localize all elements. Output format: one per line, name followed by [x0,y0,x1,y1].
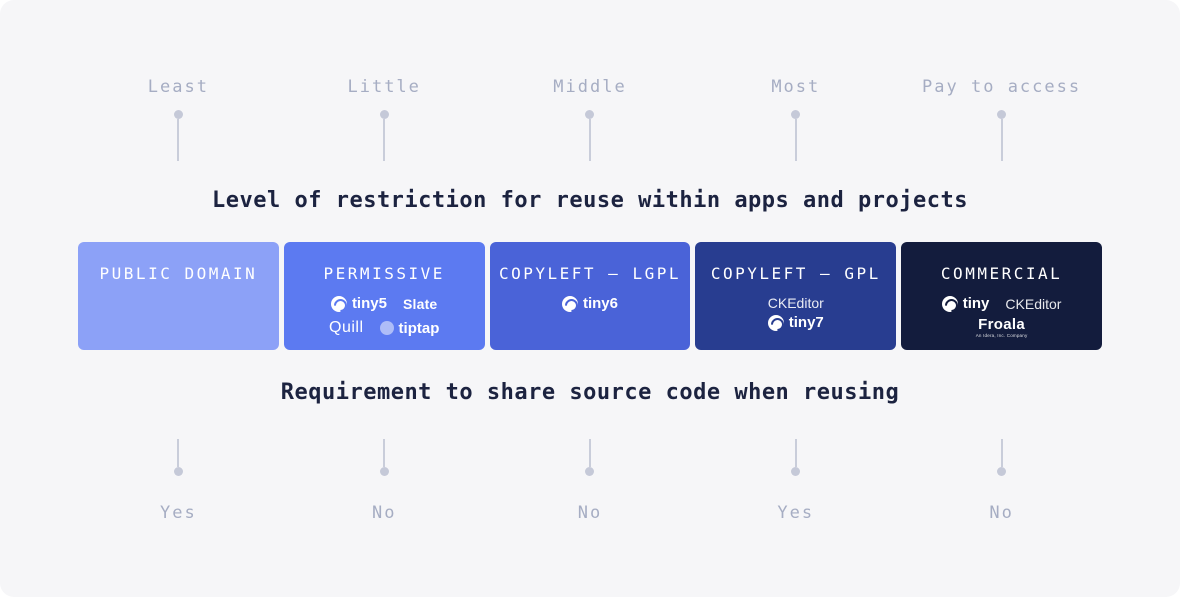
logo-row: tiny6 [561,295,618,312]
logo-row: Quill tiptap [329,319,439,337]
ckeditor-logo: CKEditor [768,295,824,311]
marker-dot [379,110,389,119]
marker-label: Pay to access [922,77,1082,97]
marker-dot [379,467,389,476]
marker-line [1000,119,1003,161]
marker-dot [173,110,183,119]
restriction-title: Level of restriction for reuse within ap… [212,188,968,213]
tinymce-icon [330,295,347,312]
marker-pay-to-access: Pay to access [901,76,1102,161]
froala-subtext: An Idera, Inc. Company [975,333,1028,338]
logo-row: Froala An Idera, Inc. Company [976,317,1028,339]
tinymce-logo: tiny5 [330,295,387,312]
tinymce-wordmark: tiny6 [582,295,618,312]
marker-dot [791,110,801,119]
marker-line [383,119,386,161]
marker-line [177,439,180,467]
marker-commercial-share: No [901,439,1102,524]
card-logos: tiny CKEditor Froala An Idera, Inc. Comp… [941,295,1061,339]
marker-line [588,119,591,161]
marker-label: Yes [160,503,197,523]
ckeditor-wordmark: CKEditor [1005,295,1062,312]
marker-dot [791,467,801,476]
marker-most: Most [695,76,896,161]
card-copyleft-gpl: COPYLEFT — GPL CKEditor tiny7 [695,242,897,350]
card-title: PUBLIC DOMAIN [99,264,258,283]
marker-line [383,439,386,467]
restriction-level-markers: Least Little Middle Most Pay to access [0,0,1180,161]
ckeditor-wordmark: CKEditor [767,295,824,311]
tinymce-logo: tiny6 [561,295,618,312]
froala-wordmark: Froala [978,316,1025,333]
logo-row: CKEditor [768,295,824,311]
tinymce-wordmark: tiny [962,295,990,312]
card-commercial: COMMERCIAL tiny CKEditor Froala An Idera… [901,242,1102,350]
marker-label: Middle [553,77,627,97]
share-source-title: Requirement to share source code when re… [280,380,900,405]
marker-permissive-share: No [284,439,485,524]
logo-row: tiny5 Slate [330,295,437,312]
marker-label: Yes [777,503,815,523]
marker-label: No [371,503,397,523]
tinymce-wordmark: tiny5 [351,295,387,312]
card-logos: CKEditor tiny7 [767,295,824,331]
marker-dot [585,467,595,476]
tinymce-wordmark: tiny7 [788,314,824,331]
ckeditor-logo: CKEditor [1005,296,1061,312]
logo-row: tiny CKEditor [941,295,1061,312]
quill-logo: Quill [329,319,364,337]
tinymce-logo: tiny7 [767,314,824,331]
marker-little: Little [284,76,485,161]
marker-label: Little [347,77,421,97]
marker-middle: Middle [490,76,691,161]
marker-least: Least [78,76,279,161]
card-logos: tiny6 [561,295,618,312]
license-cards: PUBLIC DOMAIN PERMISSIVE tiny5 Slate Qui… [0,242,1180,350]
marker-dot [997,110,1007,119]
marker-line [177,119,180,161]
marker-label: Least [147,77,209,97]
marker-line [794,119,797,161]
tinymce-icon [767,314,784,331]
tiptap-logo: tiptap [379,319,440,337]
marker-lgpl-share: No [490,439,691,524]
quill-wordmark: Quill [329,319,364,336]
marker-label: No [989,503,1014,523]
marker-dot [585,110,595,119]
marker-gpl-share: Yes [695,439,896,524]
marker-dot [173,467,183,476]
card-title: PERMISSIVE [323,264,445,283]
card-permissive: PERMISSIVE tiny5 Slate Quill [283,242,485,350]
tinymce-logo: tiny [941,295,990,312]
marker-line [794,439,797,467]
slate-wordmark: Slate [402,295,438,312]
card-title: COMMERCIAL [940,264,1063,283]
tiptap-icon [379,321,394,335]
card-logos: tiny5 Slate Quill tiptap [329,295,439,337]
tinymce-icon [561,295,578,312]
marker-line [588,439,591,467]
share-source-markers: Yes No No Yes No [0,439,1180,524]
card-copyleft-lgpl: COPYLEFT — LGPL tiny6 [489,242,691,350]
marker-label: Most [771,77,821,97]
card-title: COPYLEFT — GPL [710,264,881,283]
marker-public-domain-share: Yes [78,439,279,524]
tiptap-wordmark: tiptap [398,319,440,337]
slate-logo: Slate [403,296,437,312]
marker-label: No [577,503,603,523]
logo-row: tiny7 [767,314,824,331]
card-public-domain: PUBLIC DOMAIN [78,242,279,350]
marker-dot [997,467,1007,476]
marker-line [1000,439,1003,467]
froala-logo: Froala An Idera, Inc. Company [976,317,1028,339]
tinymce-icon [941,295,958,312]
card-title: COPYLEFT — LGPL [498,264,681,283]
